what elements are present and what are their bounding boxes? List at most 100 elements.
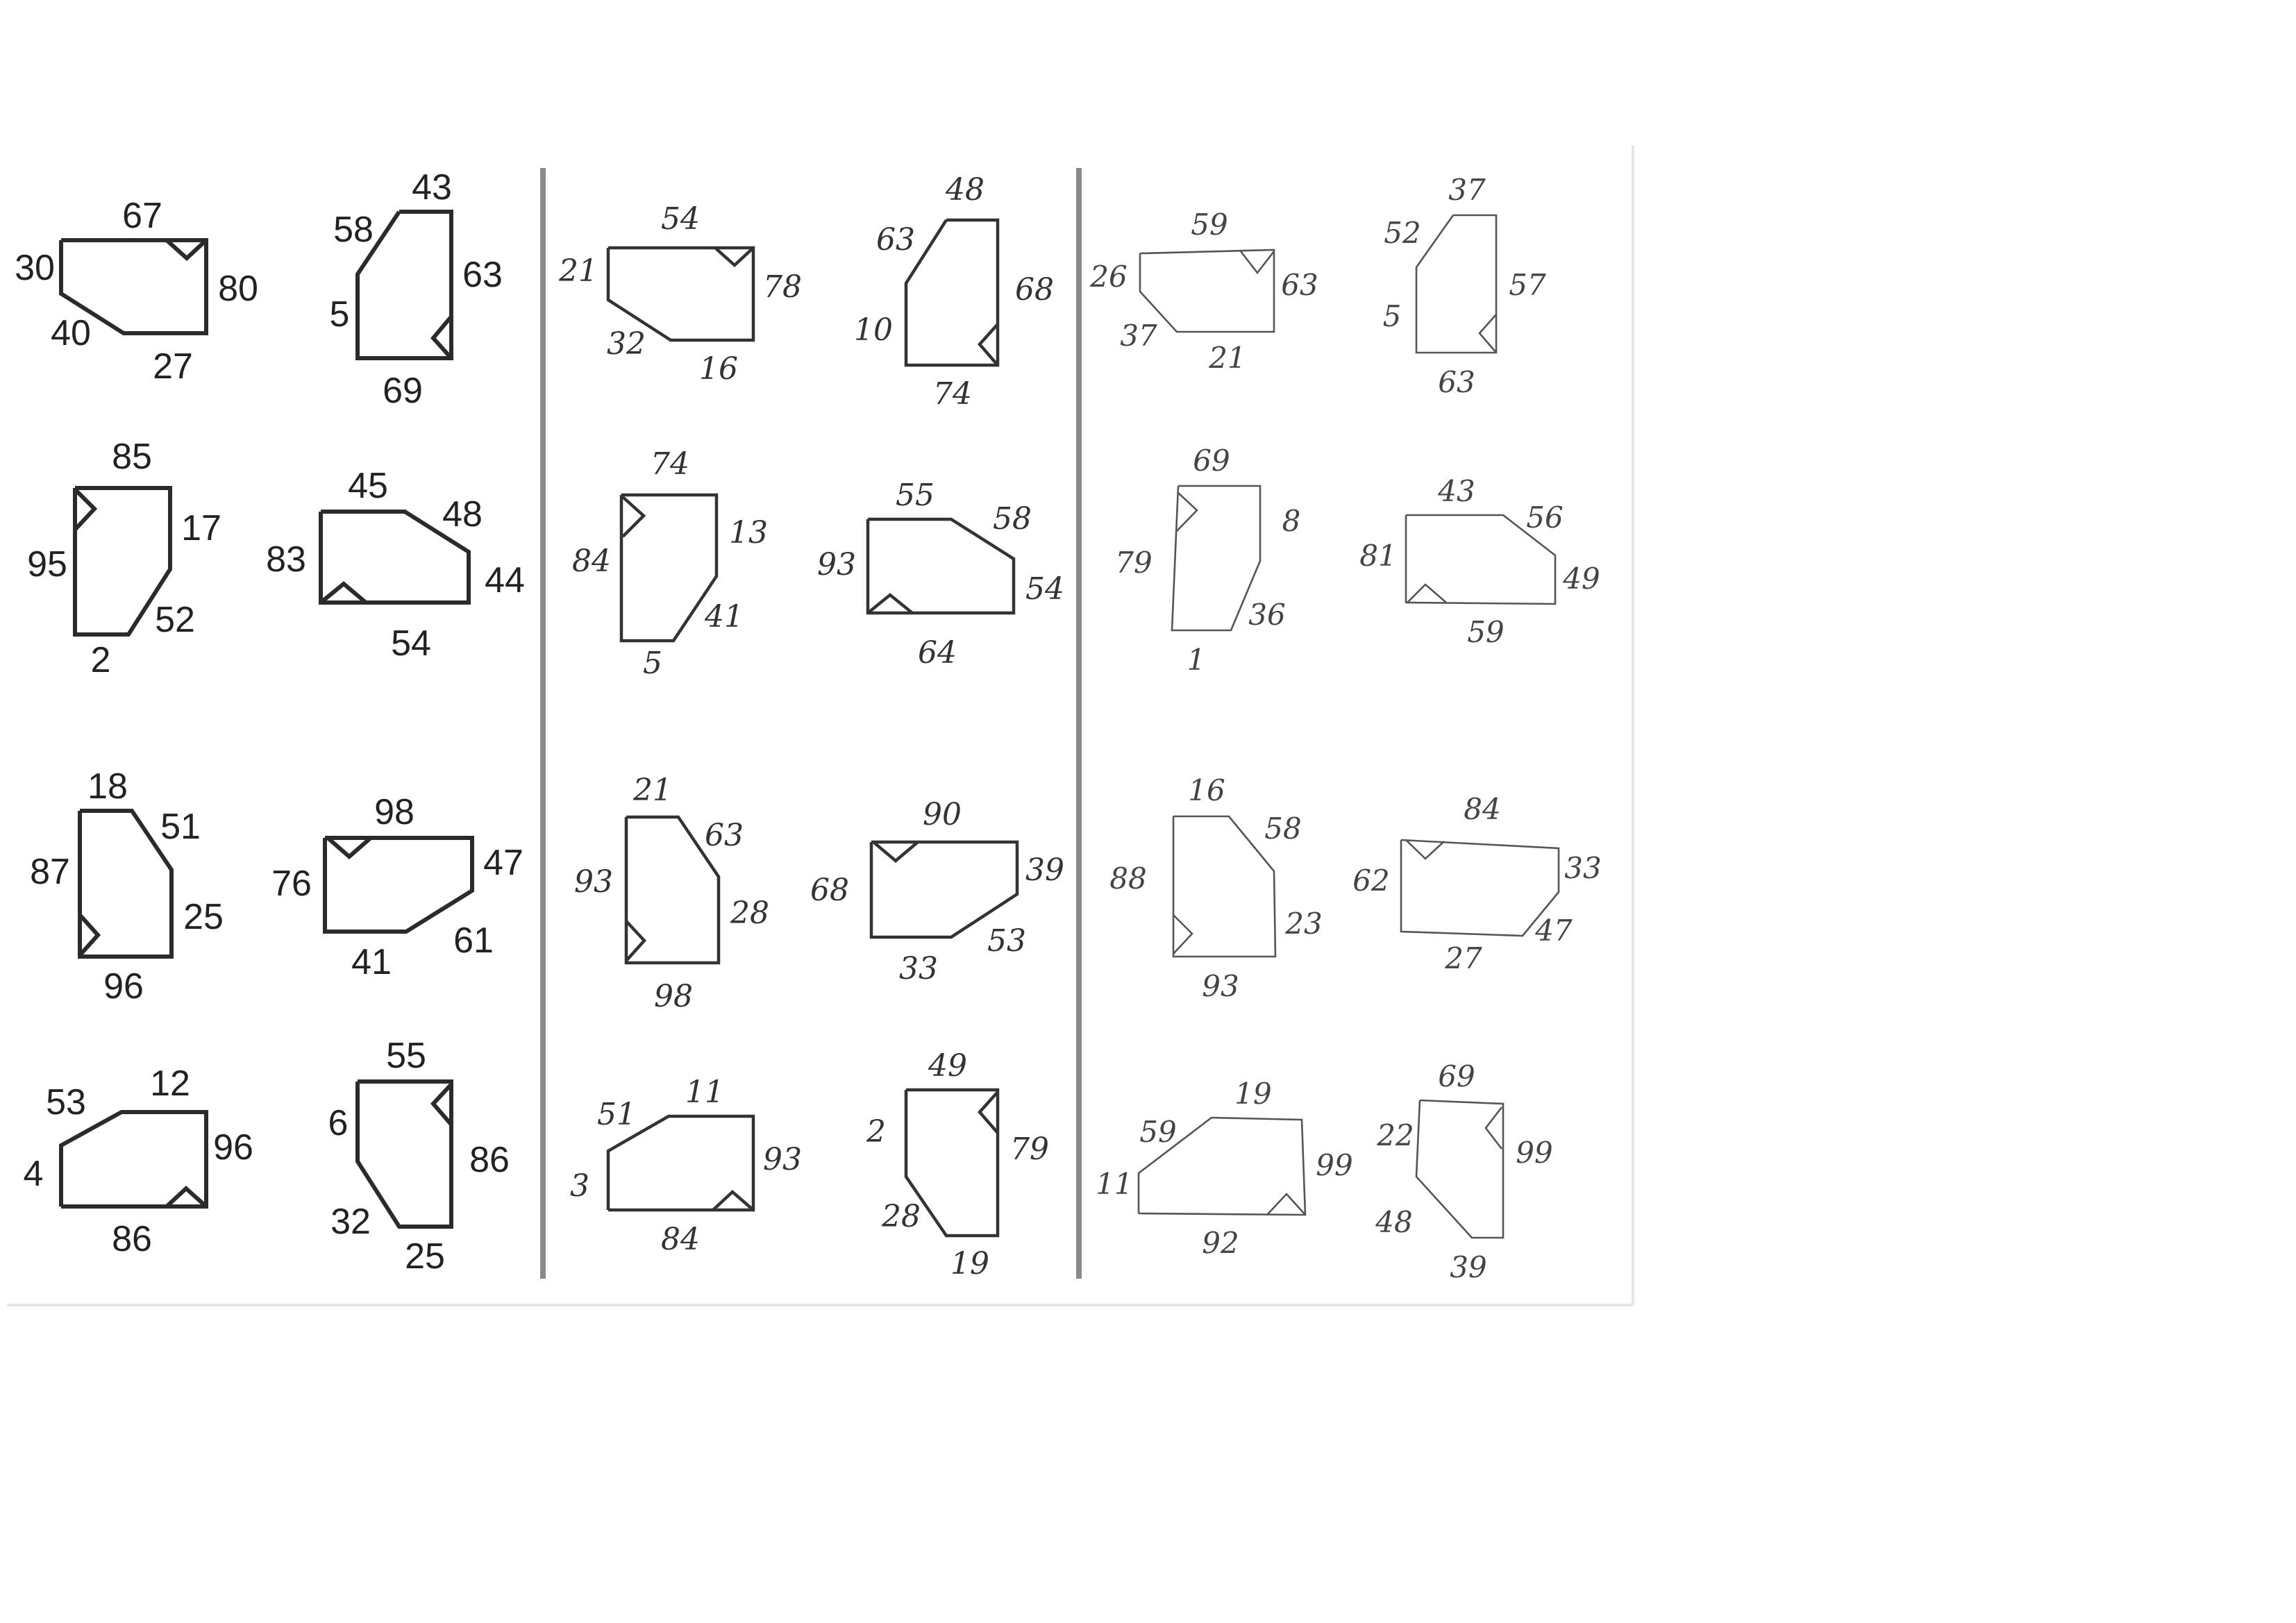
angle-mark — [73, 487, 98, 532]
angle-mark — [978, 1091, 999, 1134]
pentagon-outline — [323, 836, 474, 934]
side-label: 62 — [1352, 864, 1389, 898]
pentagon-outline — [1405, 514, 1557, 605]
side-label: 90 — [923, 797, 962, 832]
side-label: 52 — [1384, 216, 1421, 250]
angle-mark — [1176, 492, 1198, 532]
side-label: 45 — [348, 466, 388, 506]
pentagon-outline — [78, 809, 174, 959]
pentagon-outline — [59, 238, 208, 335]
side-label: 33 — [899, 951, 938, 986]
side-label: 36 — [1248, 598, 1285, 632]
shape-l3: 69 8 36 1 79 — [1115, 444, 1300, 677]
angle-mark — [78, 913, 101, 957]
pentagon-outline — [355, 210, 453, 360]
side-label: 81 — [1359, 539, 1396, 573]
side-label: 76 — [271, 864, 312, 904]
pentagon-outline — [1400, 839, 1560, 937]
shape-h5: 21 63 28 98 93 — [574, 773, 769, 1014]
pentagon-outline — [1139, 249, 1275, 333]
pentagon-outline — [624, 815, 721, 965]
angle-mark — [1478, 314, 1497, 353]
pentagon-outline — [355, 1079, 453, 1229]
side-label: 39 — [1025, 852, 1064, 888]
side-label: 99 — [1516, 1136, 1552, 1170]
side-label: 10 — [854, 312, 893, 348]
angle-mark — [1407, 583, 1447, 603]
side-label: 43 — [412, 167, 452, 208]
side-label: 67 — [122, 196, 162, 236]
shape-p3: 85 17 52 2 95 — [27, 437, 221, 680]
column-printed: 67 80 27 40 30 43 63 69 5 58 85 17 52 2 … — [15, 167, 525, 1277]
side-label: 37 — [1120, 319, 1157, 353]
side-label: 48 — [945, 172, 984, 208]
side-label: 47 — [483, 843, 523, 883]
side-label: 28 — [730, 895, 769, 931]
side-label: 19 — [1234, 1077, 1271, 1111]
angle-mark — [1173, 914, 1193, 955]
side-label: 16 — [1188, 773, 1225, 807]
shape-l6: 84 33 47 27 62 — [1352, 792, 1601, 975]
shape-h4: 55 58 54 64 93 — [817, 478, 1064, 671]
side-label: 74 — [933, 376, 972, 412]
side-label: 96 — [213, 1127, 253, 1168]
shape-p7: 12 96 86 4 53 — [24, 1063, 253, 1259]
pentagon-outline — [319, 510, 471, 605]
angle-mark — [1239, 251, 1275, 275]
column-handwritten-dark: 54 78 16 32 21 48 68 74 10 63 74 13 41 5… — [558, 172, 1064, 1281]
side-label: 86 — [112, 1219, 152, 1259]
side-label: 58 — [333, 210, 374, 250]
side-label: 51 — [597, 1097, 636, 1132]
side-label: 69 — [1438, 1059, 1475, 1093]
side-label: 47 — [1534, 914, 1573, 948]
side-label: 95 — [27, 544, 67, 585]
side-label: 59 — [1191, 208, 1227, 242]
pentagon-outline — [73, 486, 172, 637]
side-label: 54 — [1025, 571, 1064, 607]
side-label: 32 — [330, 1202, 371, 1242]
side-label: 55 — [896, 478, 935, 513]
side-label: 16 — [699, 351, 738, 387]
side-label: 59 — [1467, 615, 1504, 649]
side-label: 93 — [574, 864, 613, 900]
side-label: 56 — [1526, 501, 1563, 535]
shape-l2: 37 57 63 5 52 — [1383, 173, 1546, 399]
side-label: 83 — [266, 539, 306, 580]
side-label: 79 — [1010, 1132, 1049, 1167]
side-label: 21 — [558, 253, 598, 289]
side-label: 85 — [112, 437, 152, 477]
side-label: 84 — [661, 1222, 700, 1257]
angle-mark — [326, 836, 372, 859]
shape-h2: 48 68 74 10 63 — [854, 172, 1054, 412]
angle-mark — [872, 841, 919, 863]
angle-mark — [1405, 839, 1445, 860]
side-label: 78 — [763, 269, 802, 305]
pentagon-outline — [866, 517, 1016, 615]
side-label: 48 — [442, 494, 483, 535]
side-label: 48 — [1375, 1205, 1412, 1239]
shape-p2: 43 63 69 5 58 — [330, 167, 503, 411]
side-label: 21 — [1208, 341, 1246, 375]
side-label: 57 — [1509, 268, 1546, 302]
shape-p8: 55 86 25 32 6 — [328, 1036, 510, 1277]
side-label: 27 — [153, 346, 193, 387]
side-label: 64 — [918, 635, 957, 671]
shape-l1: 59 63 21 37 26 — [1089, 208, 1318, 375]
side-label: 30 — [15, 248, 55, 288]
side-label: 68 — [810, 873, 849, 908]
side-label: 69 — [1193, 444, 1230, 478]
angle-mark — [165, 238, 208, 262]
side-label: 18 — [87, 766, 128, 807]
side-label: 6 — [328, 1103, 349, 1143]
shape-h7: 11 93 84 3 51 — [570, 1075, 802, 1257]
shape-l5: 16 58 23 93 88 — [1109, 773, 1322, 1003]
column-handwritten-light: 59 63 21 37 26 37 57 63 5 52 69 8 36 1 7… — [1089, 173, 1601, 1284]
side-label: 92 — [1202, 1226, 1239, 1260]
pentagon-outline — [1172, 815, 1277, 958]
side-label: 87 — [30, 852, 70, 892]
shape-p1: 67 80 27 40 30 — [15, 196, 258, 387]
side-label: 40 — [51, 313, 91, 353]
side-label: 53 — [987, 923, 1026, 959]
side-label: 80 — [218, 269, 258, 309]
